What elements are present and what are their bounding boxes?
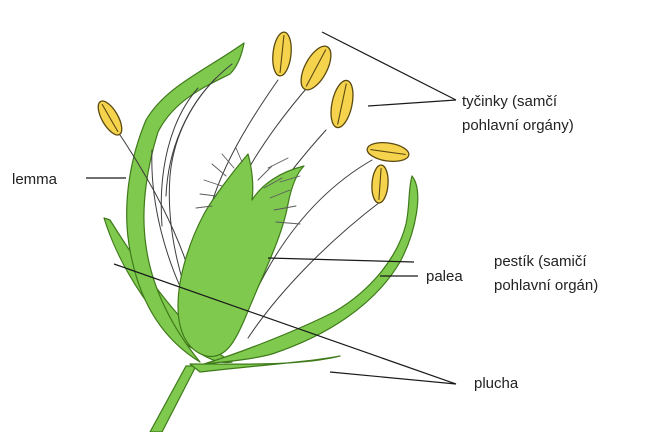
label-stamens-line1: tyčinky (samčí [462, 93, 558, 110]
anther-left [94, 98, 127, 139]
label-pistil-line1: pestík (samičí [494, 253, 587, 270]
anther-lower-right-vertical [371, 164, 390, 203]
stalk [150, 366, 196, 432]
anther-upper-right [295, 42, 337, 95]
anther-top [271, 31, 294, 77]
label-pistil-line2: pohlavní orgán) [494, 277, 598, 294]
anther-middle-right [327, 78, 357, 129]
pistil [178, 154, 304, 357]
label-glume: plucha [474, 375, 519, 392]
anther-lower-right-horizontal [366, 140, 410, 164]
label-stamens-line2: pohlavní orgány) [462, 117, 574, 134]
label-lemma: lemma [12, 171, 58, 188]
label-palea: palea [426, 268, 463, 285]
